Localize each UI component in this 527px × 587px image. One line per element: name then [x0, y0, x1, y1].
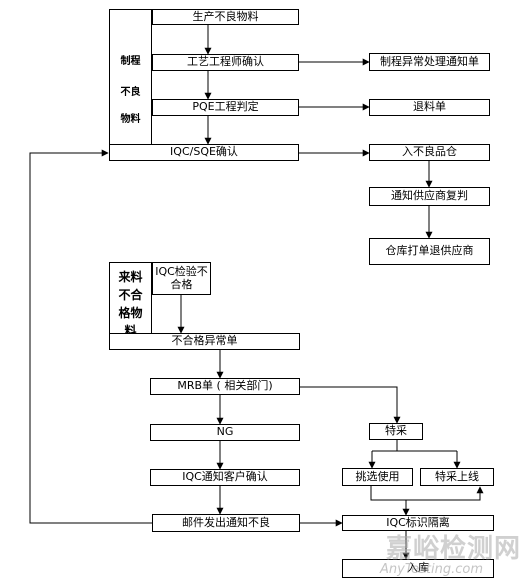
- notify-supplier-recheck-box: 通知供应商复判: [369, 187, 490, 206]
- watermark-en: AnyTesting.com: [380, 562, 484, 577]
- process-engineer-confirm-box: 工艺工程师确认: [152, 54, 299, 71]
- warehouse-in-box: 入库: [342, 559, 494, 578]
- special-acceptance-online-box: 特采上线: [420, 468, 494, 486]
- defective-material-box: 生产不良物料: [152, 9, 299, 25]
- warehouse-return-to-supplier-text: 仓库打单退供应商: [385, 244, 474, 258]
- pqe-judgment-text: PQE工程判定: [192, 100, 259, 114]
- warehouse-return-to-supplier-box: 仓库打单退供应商: [369, 238, 490, 265]
- process-abnormal-notice-text: 制程异常处理通知单: [380, 54, 479, 68]
- ng-box: NG: [150, 424, 300, 441]
- defective-material-text: 生产不良物料: [192, 9, 259, 23]
- iqc-inspection-fail-text: IQC检验不合格: [155, 264, 208, 291]
- incoming-nonconforming-label: 来料不合格物料: [118, 270, 143, 338]
- process-defective-label-box: 制程 不良 物料: [109, 9, 152, 145]
- watermark-cn: 嘉峪检测网: [386, 534, 522, 564]
- email-notice-text: 邮件发出通知不良: [182, 515, 270, 529]
- special-acceptance-box: 特采: [369, 423, 423, 440]
- nonconformity-form-box: 不合格异常单: [109, 333, 300, 350]
- material-return-form-text: 退料单: [413, 100, 446, 114]
- pqe-judgment-box: PQE工程判定: [152, 99, 299, 116]
- side-label-line-3: 物料: [120, 114, 141, 125]
- defective-warehouse-box: 入不良品仓: [369, 144, 490, 161]
- iqc-label-isolate-box: IQC标识隔离: [342, 515, 494, 531]
- material-return-form-box: 退料单: [369, 99, 490, 116]
- mrb-form-box: MRB单 ( 相关部门): [150, 378, 300, 395]
- sort-and-use-text: 挑选使用: [355, 469, 400, 483]
- defective-warehouse-text: 入不良品仓: [402, 145, 457, 159]
- iqc-inspection-fail-box: IQC检验不合格: [152, 262, 211, 295]
- mrb-form-text: MRB单 ( 相关部门): [177, 379, 273, 393]
- iqc-label-isolate-text: IQC标识隔离: [386, 515, 450, 529]
- iqc-sqe-confirm-box: IQC/SQE确认: [109, 144, 299, 161]
- iqc-notify-customer-text: IQC通知客户确认: [182, 470, 268, 484]
- nonconformity-form-text: 不合格异常单: [171, 334, 238, 348]
- special-acceptance-online-text: 特采上线: [435, 469, 479, 483]
- ng-text: NG: [216, 425, 234, 439]
- special-acceptance-text: 特采: [385, 424, 407, 438]
- iqc-notify-customer-box: IQC通知客户确认: [150, 469, 300, 486]
- sort-and-use-box: 挑选使用: [342, 468, 413, 486]
- side-label-line-1: 制程: [120, 56, 141, 67]
- warehouse-in-text: 入库: [407, 561, 429, 575]
- incoming-nonconforming-label-box: 来料不合格物料: [109, 262, 152, 338]
- iqc-sqe-confirm-text: IQC/SQE确认: [170, 145, 238, 159]
- process-abnormal-notice-box: 制程异常处理通知单: [369, 53, 490, 71]
- email-notice-box: 邮件发出通知不良: [152, 514, 300, 532]
- process-engineer-confirm-text: 工艺工程师确认: [187, 55, 264, 69]
- side-label-line-2: 不良: [120, 87, 141, 98]
- notify-supplier-recheck-text: 通知供应商复判: [391, 189, 468, 203]
